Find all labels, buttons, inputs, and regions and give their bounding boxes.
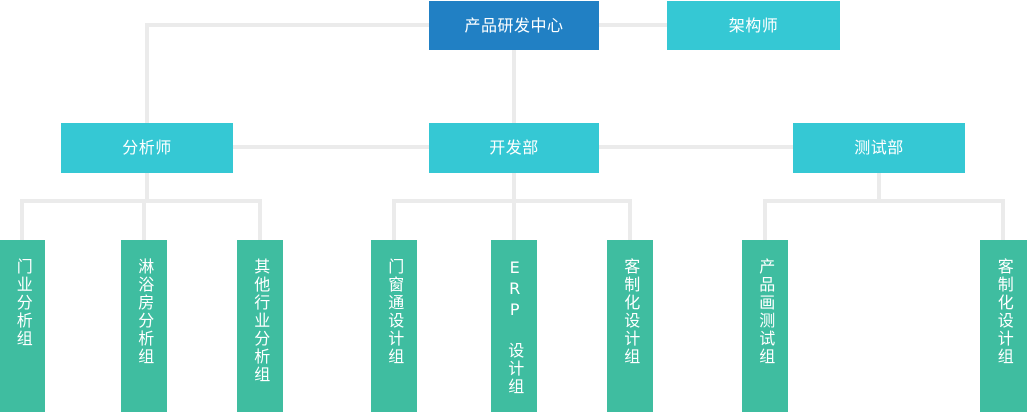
node-label: 淋浴房分析组 bbox=[135, 258, 155, 366]
connector-root-to-dev-vertical bbox=[512, 50, 516, 123]
node-label: 分析师 bbox=[122, 138, 172, 157]
node-erp-design-group[interactable]: ERP 设计组 bbox=[491, 240, 537, 412]
connector-analyst-dev bbox=[233, 145, 429, 149]
node-label: ERP 设计组 bbox=[505, 258, 525, 396]
connector-qa-to-g7 bbox=[763, 199, 767, 240]
connector-qa-bus bbox=[763, 199, 1005, 203]
node-label: 其他行业分析组 bbox=[251, 258, 271, 384]
node-label: 测试部 bbox=[854, 138, 904, 157]
node-label: 开发部 bbox=[489, 138, 539, 157]
connector-analyst-to-g3 bbox=[258, 199, 262, 240]
node-label: 门窗通设计组 bbox=[385, 258, 405, 366]
node-custom-design-group-dev[interactable]: 客制化设计组 bbox=[607, 240, 653, 412]
node-other-industry-analysis-group[interactable]: 其他行业分析组 bbox=[237, 240, 283, 412]
node-label: 门业分析组 bbox=[13, 258, 33, 348]
connector-root-to-analyst-horizontal bbox=[145, 23, 429, 27]
node-architect[interactable]: 架构师 bbox=[667, 1, 840, 50]
connector-analyst-bus bbox=[20, 199, 262, 203]
connector-root-architect bbox=[599, 23, 667, 27]
node-label: 客制化设计组 bbox=[994, 258, 1014, 366]
node-shower-room-analysis-group[interactable]: 淋浴房分析组 bbox=[121, 240, 167, 412]
node-label: 产品画测试组 bbox=[756, 258, 776, 366]
connector-dev-qa bbox=[599, 145, 793, 149]
node-custom-design-group-qa[interactable]: 客制化设计组 bbox=[980, 240, 1027, 412]
connector-dev-to-g6 bbox=[628, 199, 632, 240]
node-door-industry-analysis-group[interactable]: 门业分析组 bbox=[0, 240, 45, 412]
connector-dev-to-g4 bbox=[392, 199, 396, 240]
node-product-rd-center[interactable]: 产品研发中心 bbox=[429, 1, 599, 50]
node-label: 产品研发中心 bbox=[464, 15, 564, 35]
node-analyst[interactable]: 分析师 bbox=[61, 123, 233, 173]
node-testing-dept[interactable]: 测试部 bbox=[793, 123, 965, 173]
connector-dev-to-g5 bbox=[512, 199, 516, 240]
node-door-window-design-group[interactable]: 门窗通设计组 bbox=[371, 240, 417, 412]
connector-analyst-to-g1 bbox=[20, 199, 24, 240]
connector-analyst-to-g2 bbox=[142, 199, 146, 240]
connector-qa-drop bbox=[877, 173, 881, 203]
connector-analyst-drop bbox=[145, 173, 149, 203]
node-label: 架构师 bbox=[728, 15, 779, 35]
node-product-drawing-test-group[interactable]: 产品画测试组 bbox=[742, 240, 788, 412]
connector-root-to-analyst-vertical bbox=[145, 23, 149, 123]
connector-qa-to-g8 bbox=[1001, 199, 1005, 240]
node-development-dept[interactable]: 开发部 bbox=[429, 123, 599, 173]
connector-dev-drop bbox=[512, 173, 516, 203]
node-label: 客制化设计组 bbox=[621, 258, 641, 366]
